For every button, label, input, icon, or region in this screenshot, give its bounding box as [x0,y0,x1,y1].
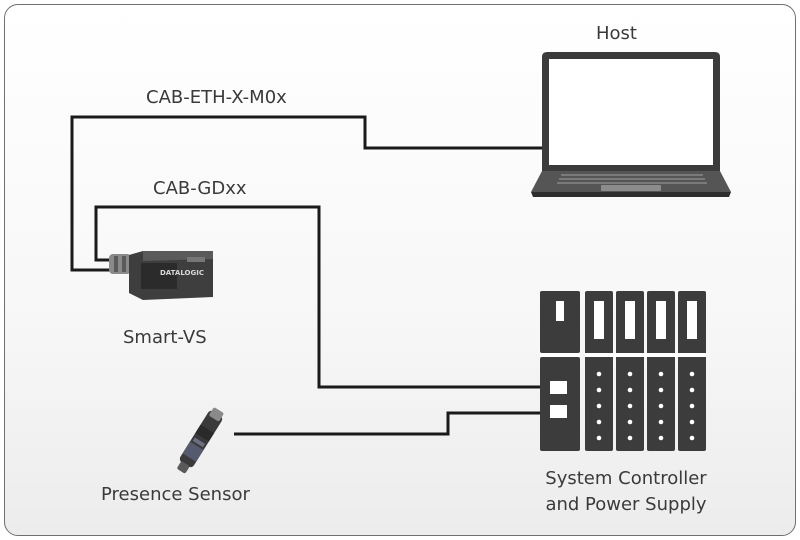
controller-label-line2: and Power Supply [545,494,707,515]
presence-sensor-label: Presence Sensor [101,484,250,505]
diagram-canvas: DATALOGIC [70,52,731,474]
camera-brand-text: DATALOGIC [160,269,204,277]
sensor-icon [177,407,224,474]
gd-cable-label: CAB-GDxx [153,178,247,199]
controller-leds [596,371,695,441]
diagram-frame: DATALOGIC [4,4,796,536]
sensor-cable [234,411,548,436]
smart-vs-label: Smart-VS [123,327,207,348]
ethernet-cable-label: CAB-ETH-X-M0x [146,87,287,108]
controller-rack-icon [540,291,706,451]
controller-label-line1: System Controller [545,468,707,489]
ethernet-cable [70,115,542,272]
laptop-icon [531,52,731,197]
gd-cable [94,205,549,389]
camera-icon: DATALOGIC [109,251,213,300]
host-label: Host [596,23,637,44]
